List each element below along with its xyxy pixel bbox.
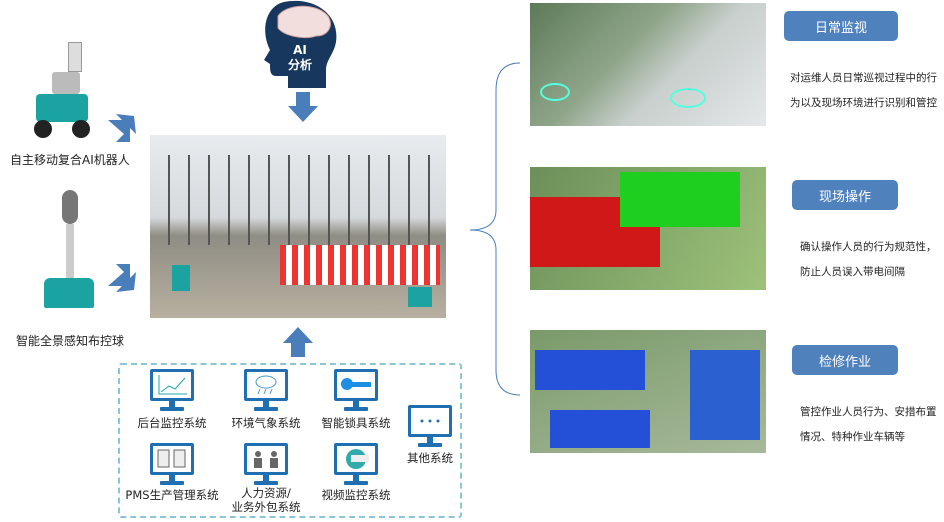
maintenance-button[interactable]: 检修作业 — [792, 345, 898, 375]
scenario-desc: 防止人员误入带电间隔 — [800, 266, 905, 278]
scenario-desc: 对运维人员日常巡视过程中的行 — [790, 72, 937, 84]
ai-head-icon — [264, 0, 337, 88]
scenario-desc: 为以及现场环境进行识别和管控 — [790, 97, 937, 109]
system-label: 视频监控系统 — [321, 488, 391, 502]
ball-camera-image — [40, 190, 98, 320]
bracket — [469, 62, 521, 396]
system-label: 后台监控系统 — [137, 416, 207, 430]
chart-monitor-icon — [150, 369, 194, 413]
arrow-down-icon — [288, 92, 318, 122]
scenario-desc: 情况、特种作业车辆等 — [800, 431, 905, 443]
ball-camera-label: 智能全景感知布控球 — [16, 334, 125, 348]
ai-text: AI — [293, 43, 307, 57]
documents-monitor-icon — [150, 443, 194, 487]
monitoring-scene-image — [530, 3, 766, 126]
scenario-desc: 管控作业人员行为、安措布置 — [800, 406, 937, 418]
daily-monitoring-button[interactable]: 日常监视 — [784, 11, 898, 41]
people-monitor-icon — [244, 443, 288, 487]
key-monitor-icon — [334, 369, 378, 413]
system-label: 其他系统 — [407, 451, 453, 465]
field-operation-button[interactable]: 现场操作 — [792, 180, 898, 210]
scenario-desc: 确认操作人员的行为规范性， — [800, 241, 937, 253]
system-label: 人力资源/ 业务外包系统 — [231, 486, 301, 514]
robot-label: 自主移动复合AI机器人 — [10, 153, 130, 167]
system-label: 环境气象系统 — [231, 416, 301, 430]
arrow-right-down-icon — [108, 114, 136, 142]
maintenance-scene-image — [530, 330, 766, 453]
system-label: PMS生产管理系统 — [125, 488, 219, 502]
arrow-right-up-icon — [108, 264, 136, 292]
arrow-up-icon — [283, 327, 313, 357]
robot-image — [30, 42, 98, 142]
ai-analysis-text: 分析 — [287, 58, 312, 72]
operation-scene-image — [530, 167, 766, 290]
substation-photo — [150, 135, 446, 318]
ellipsis-monitor-icon — [408, 405, 452, 449]
camera-monitor-icon — [334, 443, 378, 487]
cloud-rain-monitor-icon — [244, 369, 288, 413]
systems-box — [118, 363, 462, 518]
system-label: 智能锁具系统 — [321, 416, 391, 430]
